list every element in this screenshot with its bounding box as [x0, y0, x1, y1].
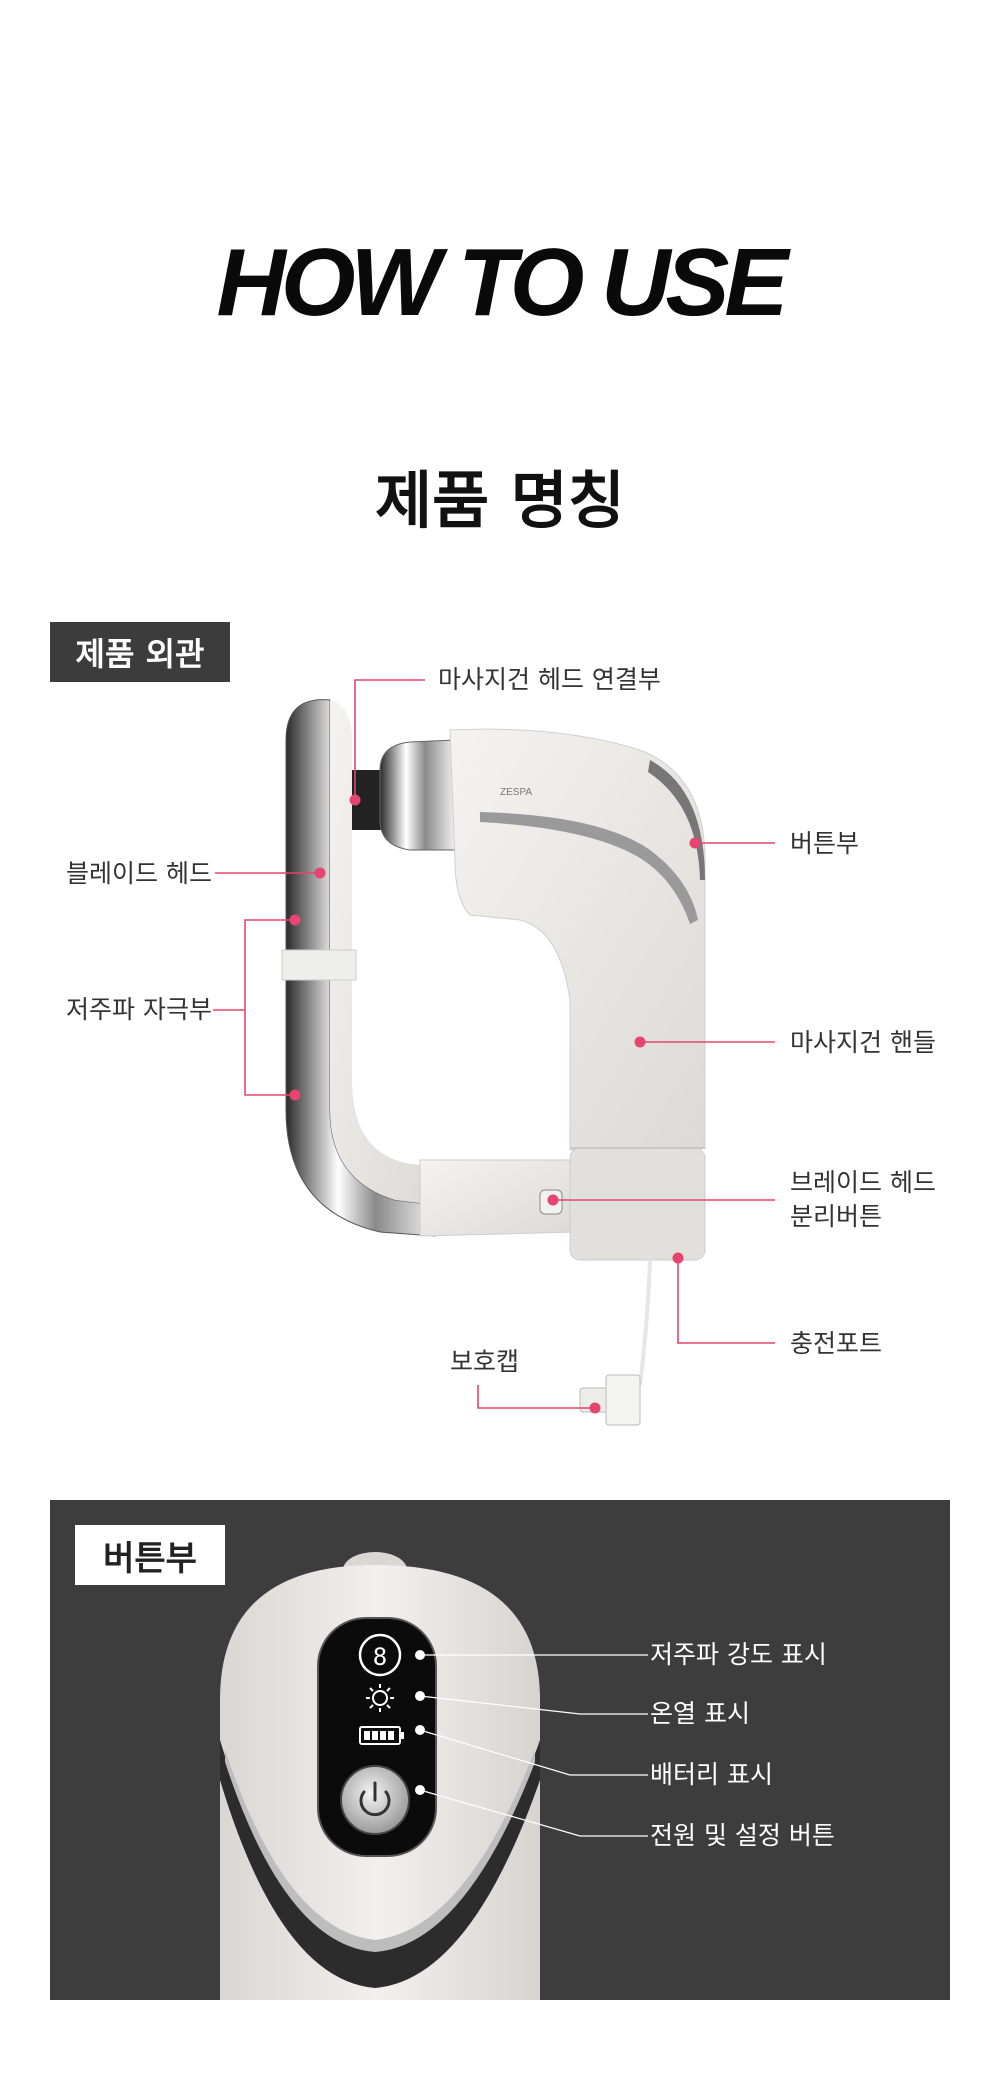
button-panel-tag: 버튼부: [75, 1525, 225, 1585]
label-protective-cap: 보호캡: [450, 1347, 520, 1376]
label-handle: 마사지건 핸들: [790, 1028, 936, 1057]
battery-icon: [359, 1726, 404, 1745]
label-release-line1: 브레이드 헤드: [790, 1168, 936, 1197]
power-icon: [359, 1781, 391, 1817]
label-low-freq-stimulator: 저주파 자극부: [66, 995, 212, 1024]
button-panel: 버튼부 8: [50, 1500, 950, 2000]
label-charging-port: 충전포트: [790, 1329, 883, 1358]
brand-text: ZESPA: [500, 787, 532, 798]
label-battery-display: 배터리 표시: [650, 1760, 773, 1789]
label-button-area: 버튼부: [790, 829, 860, 858]
intensity-digit: 8: [373, 1643, 387, 1671]
label-head-connector: 마사지건 헤드 연결부: [438, 665, 661, 694]
page-title: HOW TO USE: [216, 229, 789, 336]
label-power-button: 전원 및 설정 버튼: [650, 1821, 835, 1850]
label-heat-display: 온열 표시: [650, 1699, 750, 1728]
massage-gun-illustration: ZESPA: [213, 679, 775, 1426]
appearance-tag: 제품 외관: [50, 622, 230, 682]
heat-icon: [366, 1684, 394, 1712]
label-intensity-display: 저주파 강도 표시: [650, 1640, 827, 1669]
label-release-button: 브레이드 헤드 분리버튼: [790, 1166, 936, 1234]
section-title: 제품 명칭: [375, 464, 625, 537]
button-area-illustration: 8: [220, 1552, 648, 2000]
label-blade-head: 블레이드 헤드: [66, 859, 212, 888]
label-release-line2: 분리버튼: [790, 1201, 883, 1231]
